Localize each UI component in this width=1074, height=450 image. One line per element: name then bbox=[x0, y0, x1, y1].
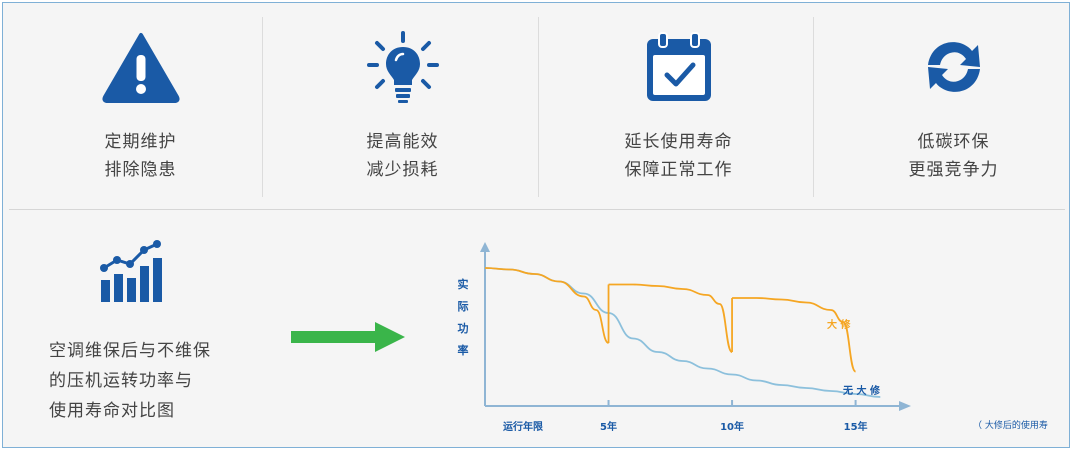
refresh-icon bbox=[927, 42, 980, 92]
calendar-check-icon bbox=[646, 32, 711, 101]
feature-maintenance: 定期维护 排除隐患 bbox=[3, 3, 278, 209]
series-label-overhaul: 大 修 bbox=[827, 318, 851, 331]
y-axis-label-char: 实 bbox=[458, 277, 469, 291]
feature-title: 定期维护 bbox=[104, 132, 177, 152]
feature-subtitle: 排除隐患 bbox=[104, 160, 177, 180]
lightbulb-icon bbox=[366, 31, 439, 103]
column-divider bbox=[262, 17, 263, 197]
feature-title: 提高能效 bbox=[366, 132, 439, 152]
series-line-overhaul bbox=[608, 283, 733, 353]
comparison-caption-line: 的压机运转功率与 bbox=[49, 371, 193, 391]
y-axis-label-char: 功 bbox=[458, 321, 469, 335]
bar-chart-trend-icon bbox=[100, 240, 162, 302]
x-tick-label: 5年 bbox=[600, 420, 617, 433]
comparison-caption-line: 空调维保后与不维保 bbox=[49, 341, 211, 361]
x-tick-label: 10年 bbox=[720, 420, 744, 433]
row-divider bbox=[9, 209, 1065, 210]
feature-subtitle: 减少损耗 bbox=[366, 160, 439, 180]
feature-title: 延长使用寿命 bbox=[624, 132, 733, 152]
comparison-section: 空调维保后与不维保 的压机运转功率与 使用寿命对比图 实际功率运行年限 5年 10年… bbox=[3, 210, 1069, 447]
y-axis-label-char: 际 bbox=[458, 299, 469, 313]
y-axis-label-char: 率 bbox=[458, 343, 469, 357]
green-arrow-icon bbox=[291, 322, 405, 352]
series-label-no-overhaul: 无 大 修 bbox=[842, 384, 881, 397]
feature-row: 定期维护 排除隐患 提高能效 bbox=[3, 3, 1069, 209]
feature-subtitle: 更强竞争力 bbox=[908, 160, 999, 180]
column-divider bbox=[538, 17, 539, 197]
series-line-no-overhaul bbox=[484, 267, 881, 398]
feature-efficiency: 提高能效 减少损耗 bbox=[265, 3, 540, 209]
x-tick-label: 15年 bbox=[844, 420, 868, 433]
x-axis-label: 运行年限 bbox=[503, 420, 544, 433]
comparison-caption-line: 使用寿命对比图 bbox=[49, 401, 175, 421]
feature-lifespan: 延长使用寿命 保障正常工作 bbox=[541, 3, 816, 209]
column-divider bbox=[813, 17, 814, 197]
feature-subtitle: 保障正常工作 bbox=[624, 160, 733, 180]
feature-title: 低碳环保 bbox=[917, 132, 990, 152]
warning-icon bbox=[101, 33, 180, 103]
series-line-overhaul bbox=[484, 267, 610, 344]
chart-annotation: （ 大修后的使用寿 bbox=[973, 419, 1048, 431]
x-axis-arrowhead bbox=[899, 401, 911, 411]
series-line-overhaul bbox=[732, 297, 857, 373]
feature-eco: 低碳环保 更强竞争力 bbox=[816, 3, 1074, 209]
y-axis-arrowhead bbox=[480, 242, 490, 252]
